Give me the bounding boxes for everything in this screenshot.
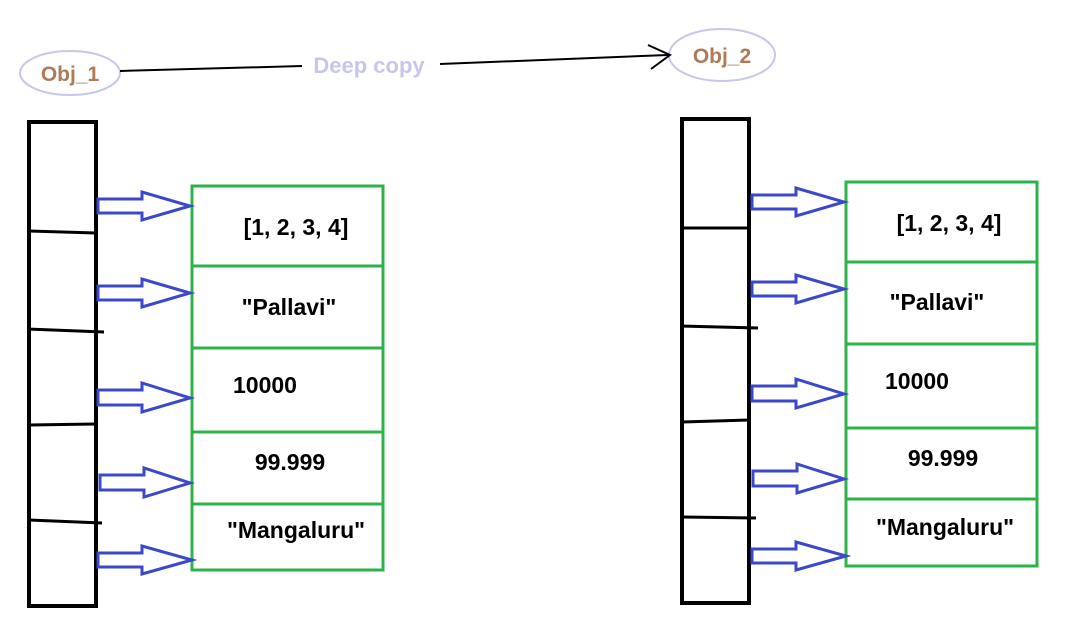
obj-1-reference-column — [26, 120, 105, 608]
obj-1-pointer-arrow-1 — [96, 190, 196, 222]
obj-1-node — [19, 50, 121, 96]
obj-1-value-int: 10000 — [233, 372, 297, 398]
deep-copy-arrow — [119, 44, 672, 72]
obj-2-pointer-arrow-5 — [750, 540, 852, 572]
obj-1-value-boxes — [190, 184, 385, 572]
obj-2-reference-column — [679, 117, 759, 605]
obj-1-pointer-arrow-4 — [98, 465, 195, 500]
obj-2-value-float: 99.999 — [908, 445, 978, 471]
deep-copy-label: Deep copy — [313, 53, 425, 78]
obj-2-label: Obj_2 — [693, 45, 751, 68]
obj-2-value-city: "Mangaluru" — [876, 514, 1014, 540]
obj-2-value-name: "Pallavi" — [890, 289, 985, 315]
obj-1-value-name: "Pallavi" — [242, 294, 337, 320]
obj-1-value-list: [1, 2, 3, 4] — [244, 214, 349, 240]
obj-1-pointer-arrow-5 — [96, 544, 198, 576]
obj-2-pointer-arrow-4 — [751, 461, 850, 496]
obj-2-pointer-arrow-1 — [750, 186, 850, 218]
obj-2-value-boxes — [844, 180, 1039, 568]
obj-2-value-int: 10000 — [885, 368, 949, 394]
obj-1-label: Obj_1 — [41, 63, 100, 86]
obj-2-pointer-arrow-3 — [750, 376, 850, 410]
obj-1-pointer-arrow-2 — [96, 277, 196, 309]
obj-2-pointer-arrow-2 — [750, 273, 850, 305]
obj-1-pointer-arrow-3 — [96, 380, 196, 414]
obj-1-value-float: 99.999 — [255, 449, 325, 475]
obj-2-value-list: [1, 2, 3, 4] — [897, 210, 1002, 236]
obj-1-value-city: "Mangaluru" — [227, 517, 365, 543]
